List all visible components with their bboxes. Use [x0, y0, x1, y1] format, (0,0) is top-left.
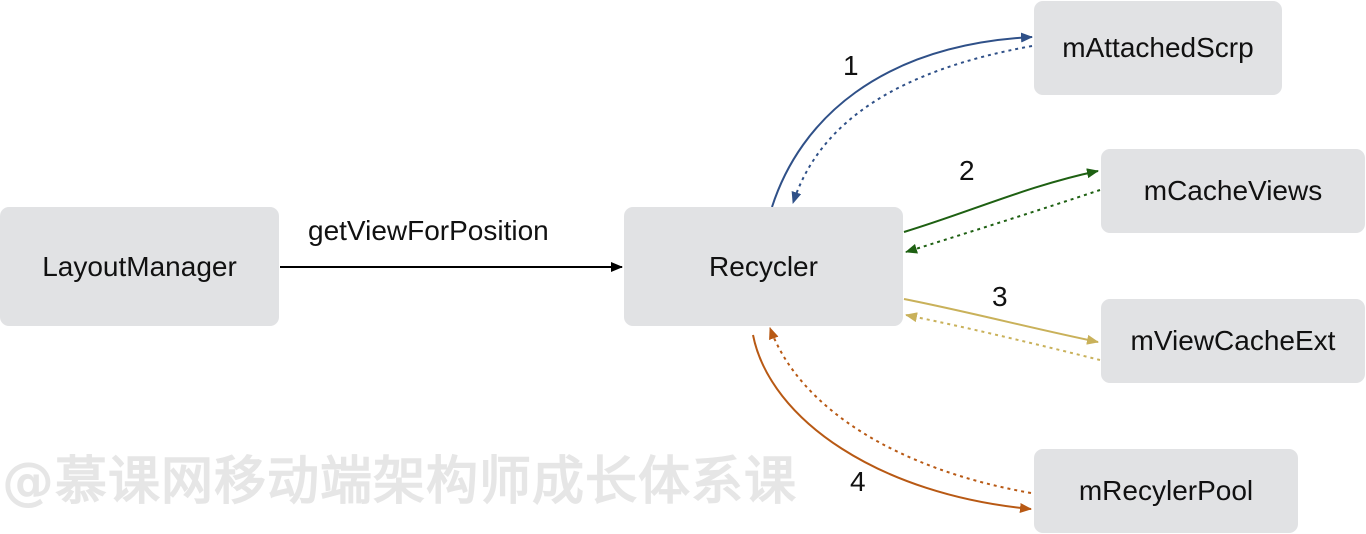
arrow-step1-return — [791, 45, 1033, 204]
arrow-step4-return — [769, 327, 1032, 494]
label-get-view-for-position: getViewForPosition — [308, 215, 549, 246]
node-cache-views: mCacheViews — [1101, 149, 1365, 233]
label-step-2: 2 — [959, 155, 975, 186]
label-step-1: 1 — [843, 50, 859, 81]
node-recycler-pool: mRecylerPool — [1034, 449, 1298, 533]
node-layout-manager: LayoutManager — [0, 207, 279, 326]
arrow-step3-return — [905, 312, 1101, 361]
watermark: @慕课网移动端架构师成长体系课 — [2, 452, 798, 512]
node-view-cache-ext: mViewCacheExt — [1101, 299, 1365, 383]
arrow-step1-request — [771, 32, 1033, 208]
label-step-4: 4 — [850, 466, 866, 497]
arrow-step4-request — [752, 334, 1032, 513]
arrow-step2-return — [905, 189, 1101, 254]
node-recycler: Recycler — [624, 207, 903, 326]
arrow-step2-request — [903, 168, 1099, 233]
node-attached-scrap: mAttachedScrp — [1034, 1, 1282, 95]
label-step-3: 3 — [992, 281, 1008, 312]
arrow-step3-request — [903, 298, 1099, 345]
